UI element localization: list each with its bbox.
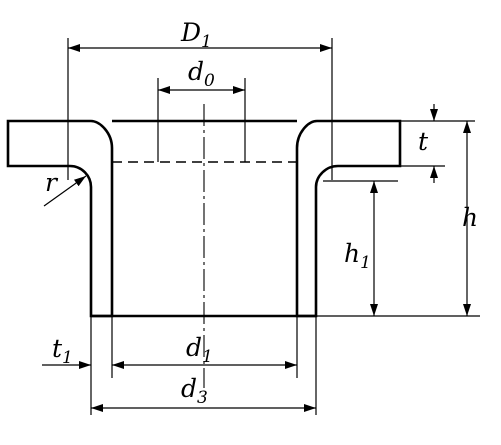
dimension-h: h <box>316 121 480 317</box>
label-h: h <box>462 203 478 232</box>
dimension-r: r <box>43 168 87 207</box>
label-t: t <box>418 127 429 156</box>
dimension-D1: D1 <box>67 18 333 180</box>
dimension-h1: h1 <box>323 180 398 316</box>
dimension-d0: d0 <box>157 57 246 162</box>
dimension-t1: t1 <box>42 316 113 415</box>
label-d1: d1 <box>186 333 213 367</box>
label-d0: d0 <box>188 57 215 91</box>
label-d3: d3 <box>181 374 208 408</box>
label-h1: h1 <box>344 239 371 273</box>
label-r: r <box>45 168 59 197</box>
dimension-d3: d3 <box>91 316 317 415</box>
left-wall-section <box>6 119 114 318</box>
right-wall-section <box>295 119 402 318</box>
dimension-t: t <box>400 104 475 183</box>
label-t1: t1 <box>52 334 73 368</box>
dimension-d1: d1 <box>112 316 298 378</box>
label-D1: D1 <box>180 18 212 52</box>
